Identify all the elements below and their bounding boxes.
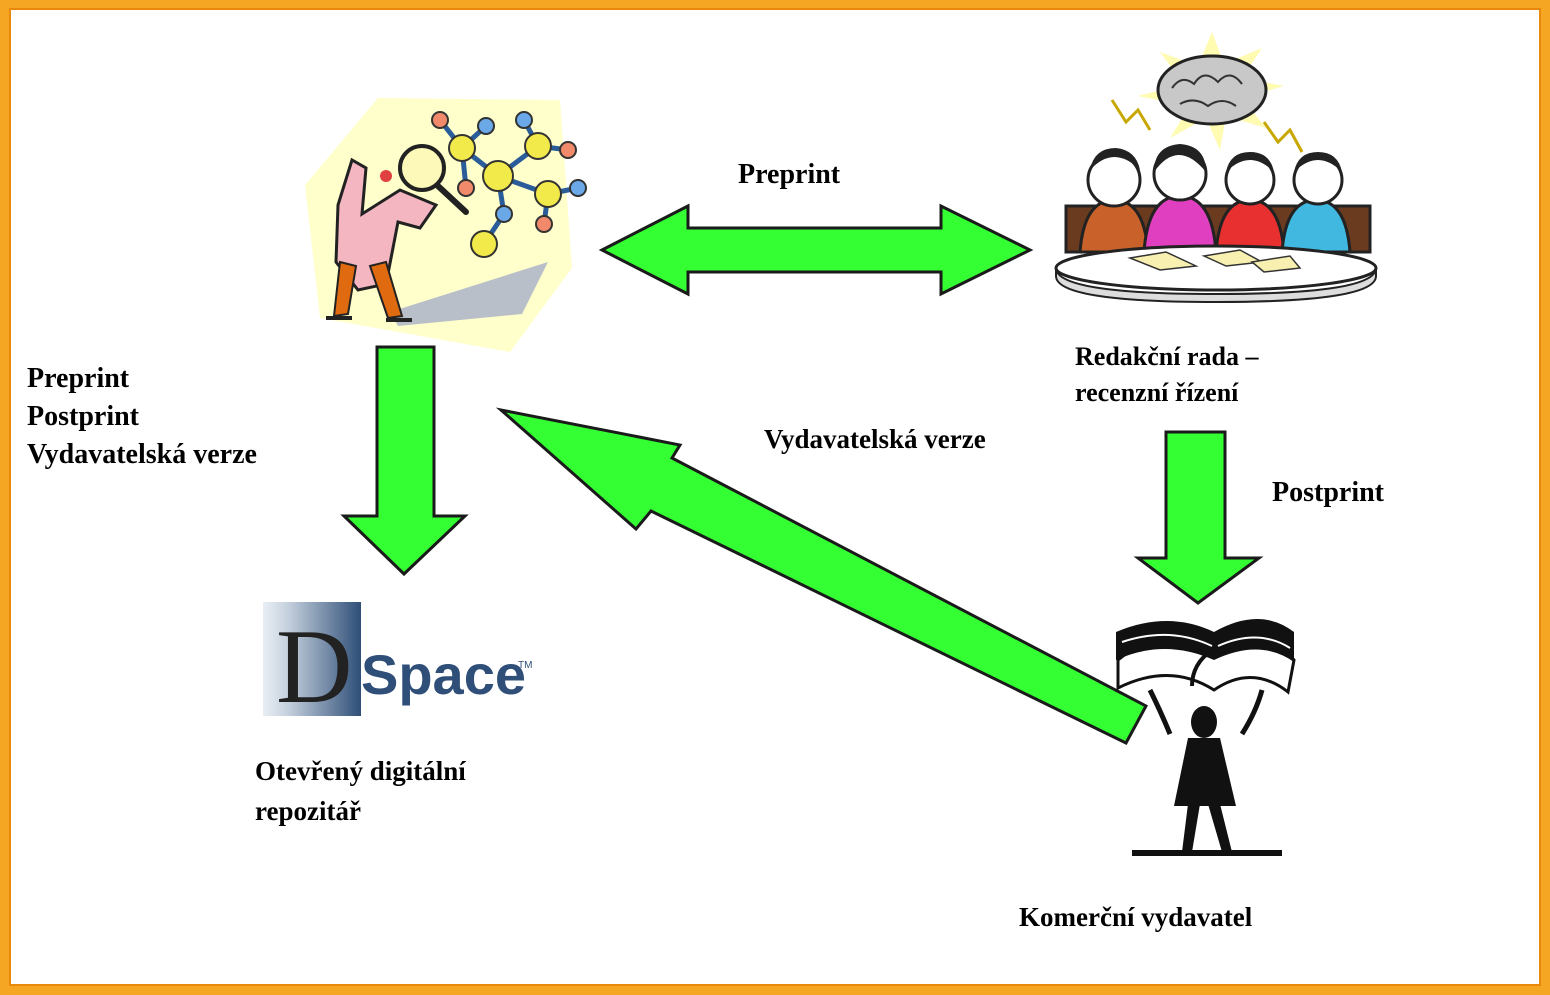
edge-label-author-repo-line1: Preprint: [27, 363, 130, 394]
edge-label-publisher-author: Vydavatelská verze: [764, 424, 986, 454]
dspace-logo-text: Space: [361, 643, 526, 706]
edge-label-preprint: Preprint: [738, 159, 841, 190]
node-label-board-line2: recenzní řízení: [1075, 378, 1239, 407]
dspace-logo-d: D: [276, 608, 353, 725]
node-label-board-line1: Redakční rada –: [1075, 342, 1259, 371]
publisher-icon: [1116, 619, 1296, 856]
scientist-icon: [305, 98, 587, 352]
node-label-publisher: Komerční vydavatel: [1019, 902, 1253, 932]
editorial-board-icon: [1054, 32, 1378, 304]
node-label-repository-line1: Otevřený digitální: [255, 756, 466, 786]
arrow-publisher-to-author: [495, 407, 1149, 745]
dspace-logo-icon: D Space TM: [263, 602, 532, 725]
double-arrow-author-board: [598, 203, 1034, 297]
workflow-diagram: D Space TM: [263, 32, 1378, 856]
arrow-board-to-publisher: [1133, 430, 1264, 605]
edge-label-author-repo-line3: Vydavatelská verze: [27, 439, 257, 470]
edge-label-author-repo-line2: Postprint: [27, 401, 139, 432]
node-label-repository-line2: repozitář: [255, 796, 361, 826]
dspace-logo-tm: TM: [518, 660, 532, 671]
edge-label-postprint: Postprint: [1272, 477, 1384, 508]
arrow-author-to-repository: [340, 345, 469, 577]
